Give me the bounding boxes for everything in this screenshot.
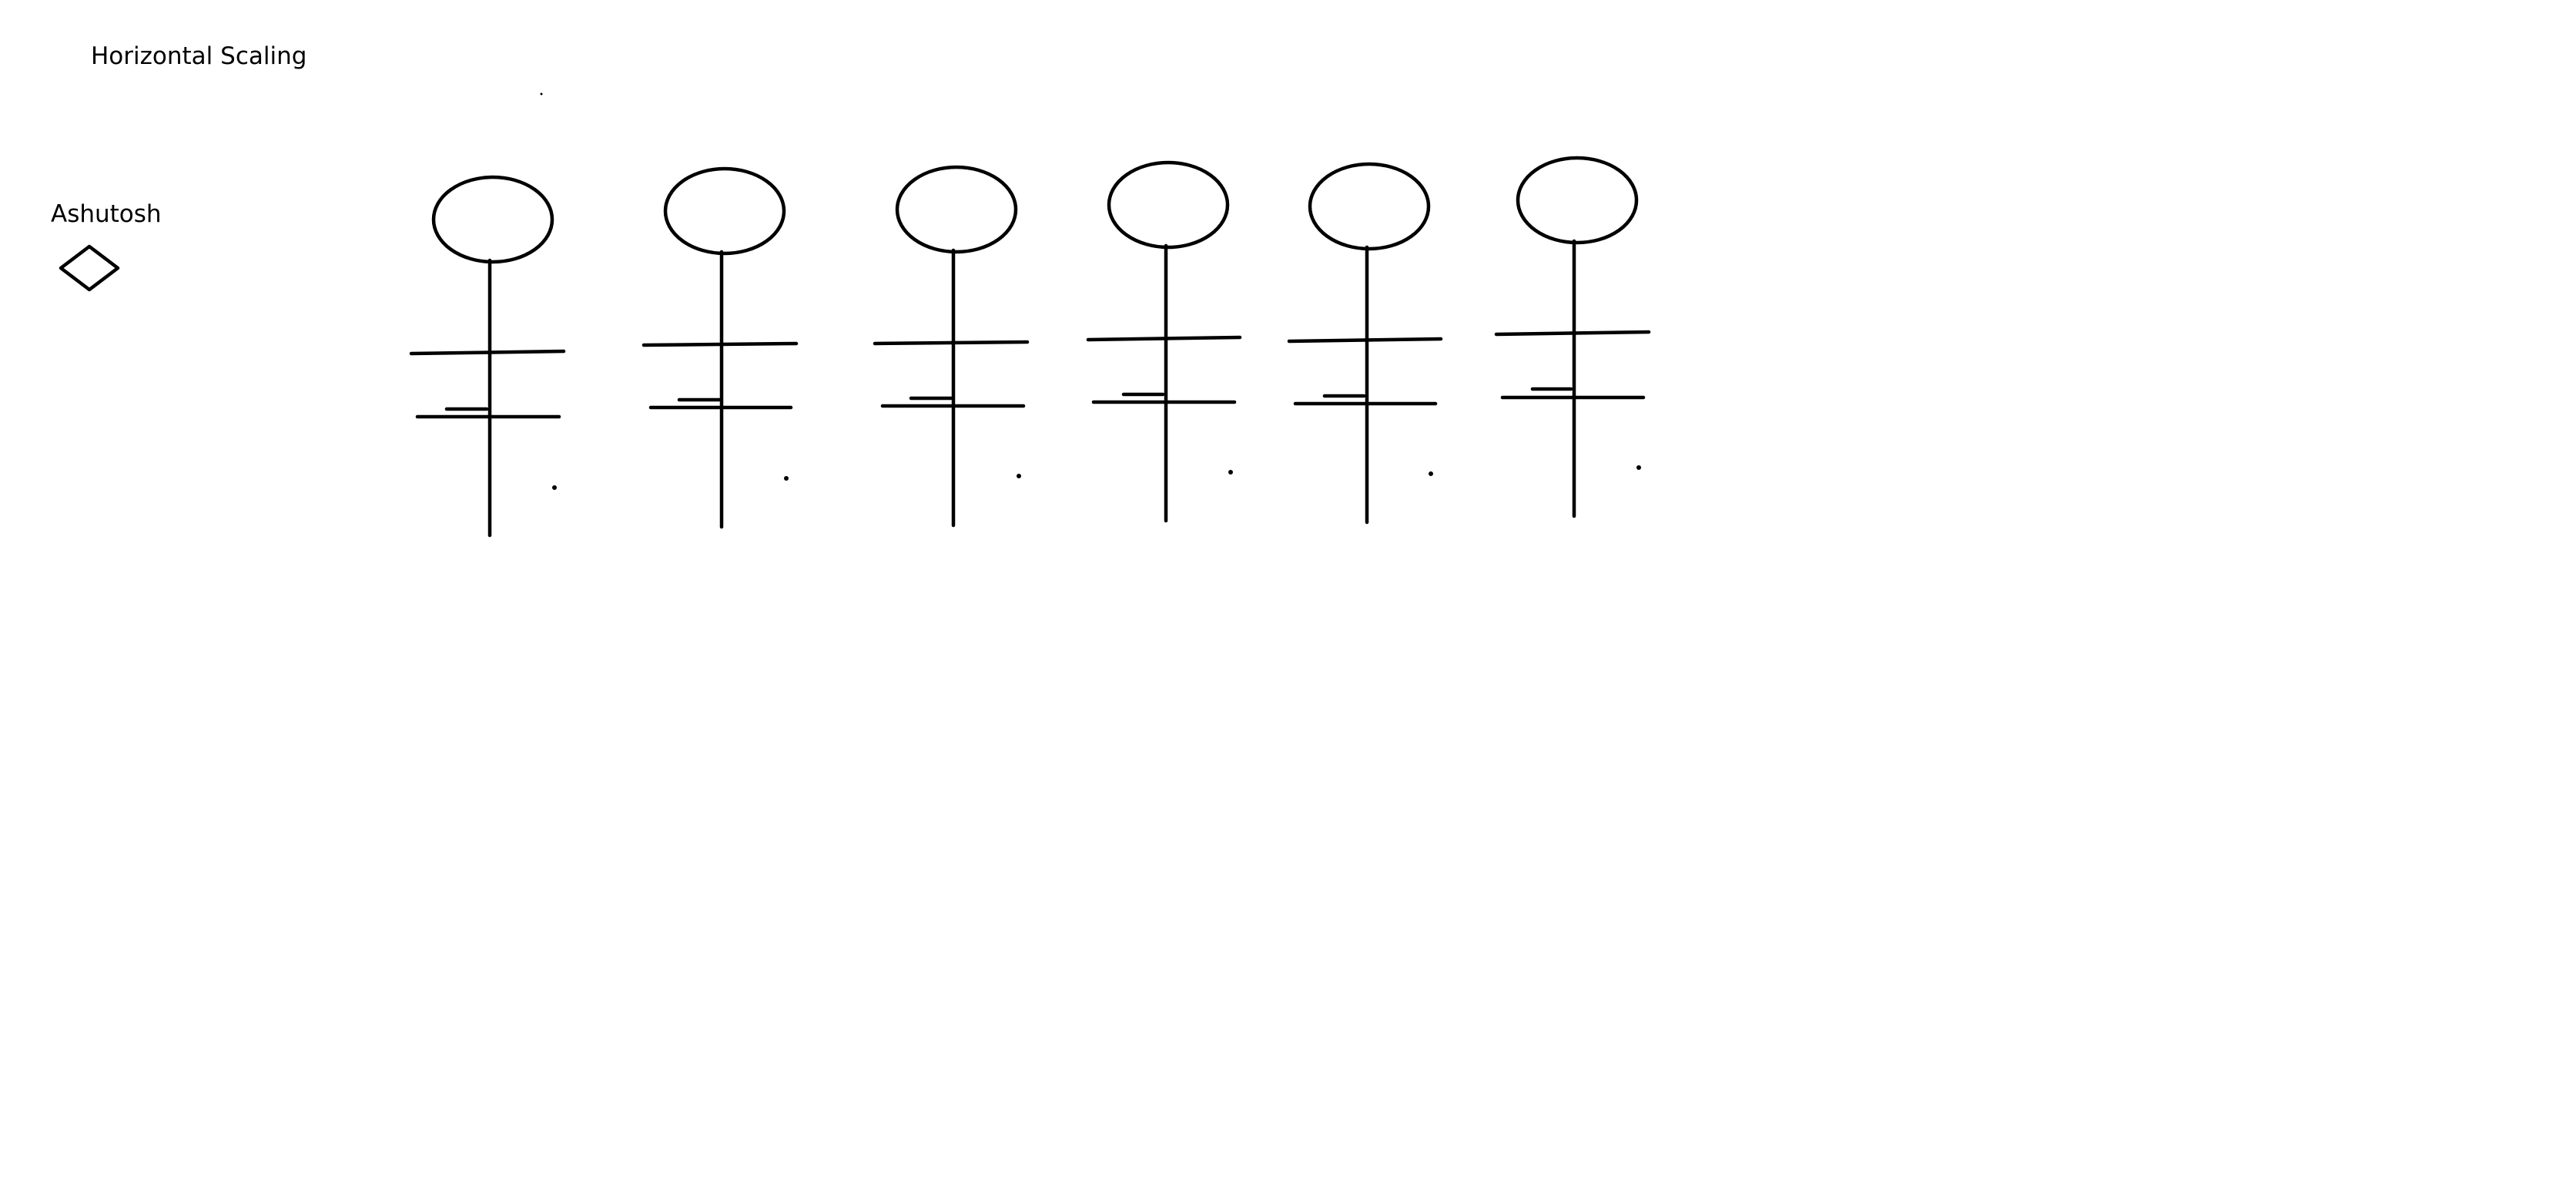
figure-dot <box>1636 465 1641 470</box>
figure-head <box>895 165 1018 254</box>
stray-mark <box>540 92 543 96</box>
figure-dot <box>552 485 557 490</box>
figure-dot <box>1228 470 1233 474</box>
server-figure <box>409 175 566 538</box>
person-name-label: Ashutosh <box>51 200 162 228</box>
figure-arm <box>873 340 1030 346</box>
server-figure <box>1287 162 1443 525</box>
figure-arm <box>1287 337 1443 344</box>
figure-dot <box>784 476 789 481</box>
figure-head <box>1516 156 1639 245</box>
figure-head <box>1107 160 1230 250</box>
figure-arm <box>641 341 799 347</box>
diamond-icon <box>59 244 120 292</box>
figure-dot <box>1017 474 1021 478</box>
server-figure <box>1494 156 1651 518</box>
figure-dot <box>1429 471 1433 476</box>
figure-head <box>431 175 554 264</box>
figure-head <box>1308 162 1431 251</box>
figure-head <box>663 166 786 256</box>
server-figure <box>873 165 1030 528</box>
figure-arm <box>1086 335 1242 342</box>
diagram-title: Horizontal Scaling <box>91 42 307 70</box>
server-figure <box>1086 160 1242 523</box>
server-figure <box>641 166 799 529</box>
figure-arm <box>409 349 566 356</box>
figure-arm <box>1494 330 1651 337</box>
